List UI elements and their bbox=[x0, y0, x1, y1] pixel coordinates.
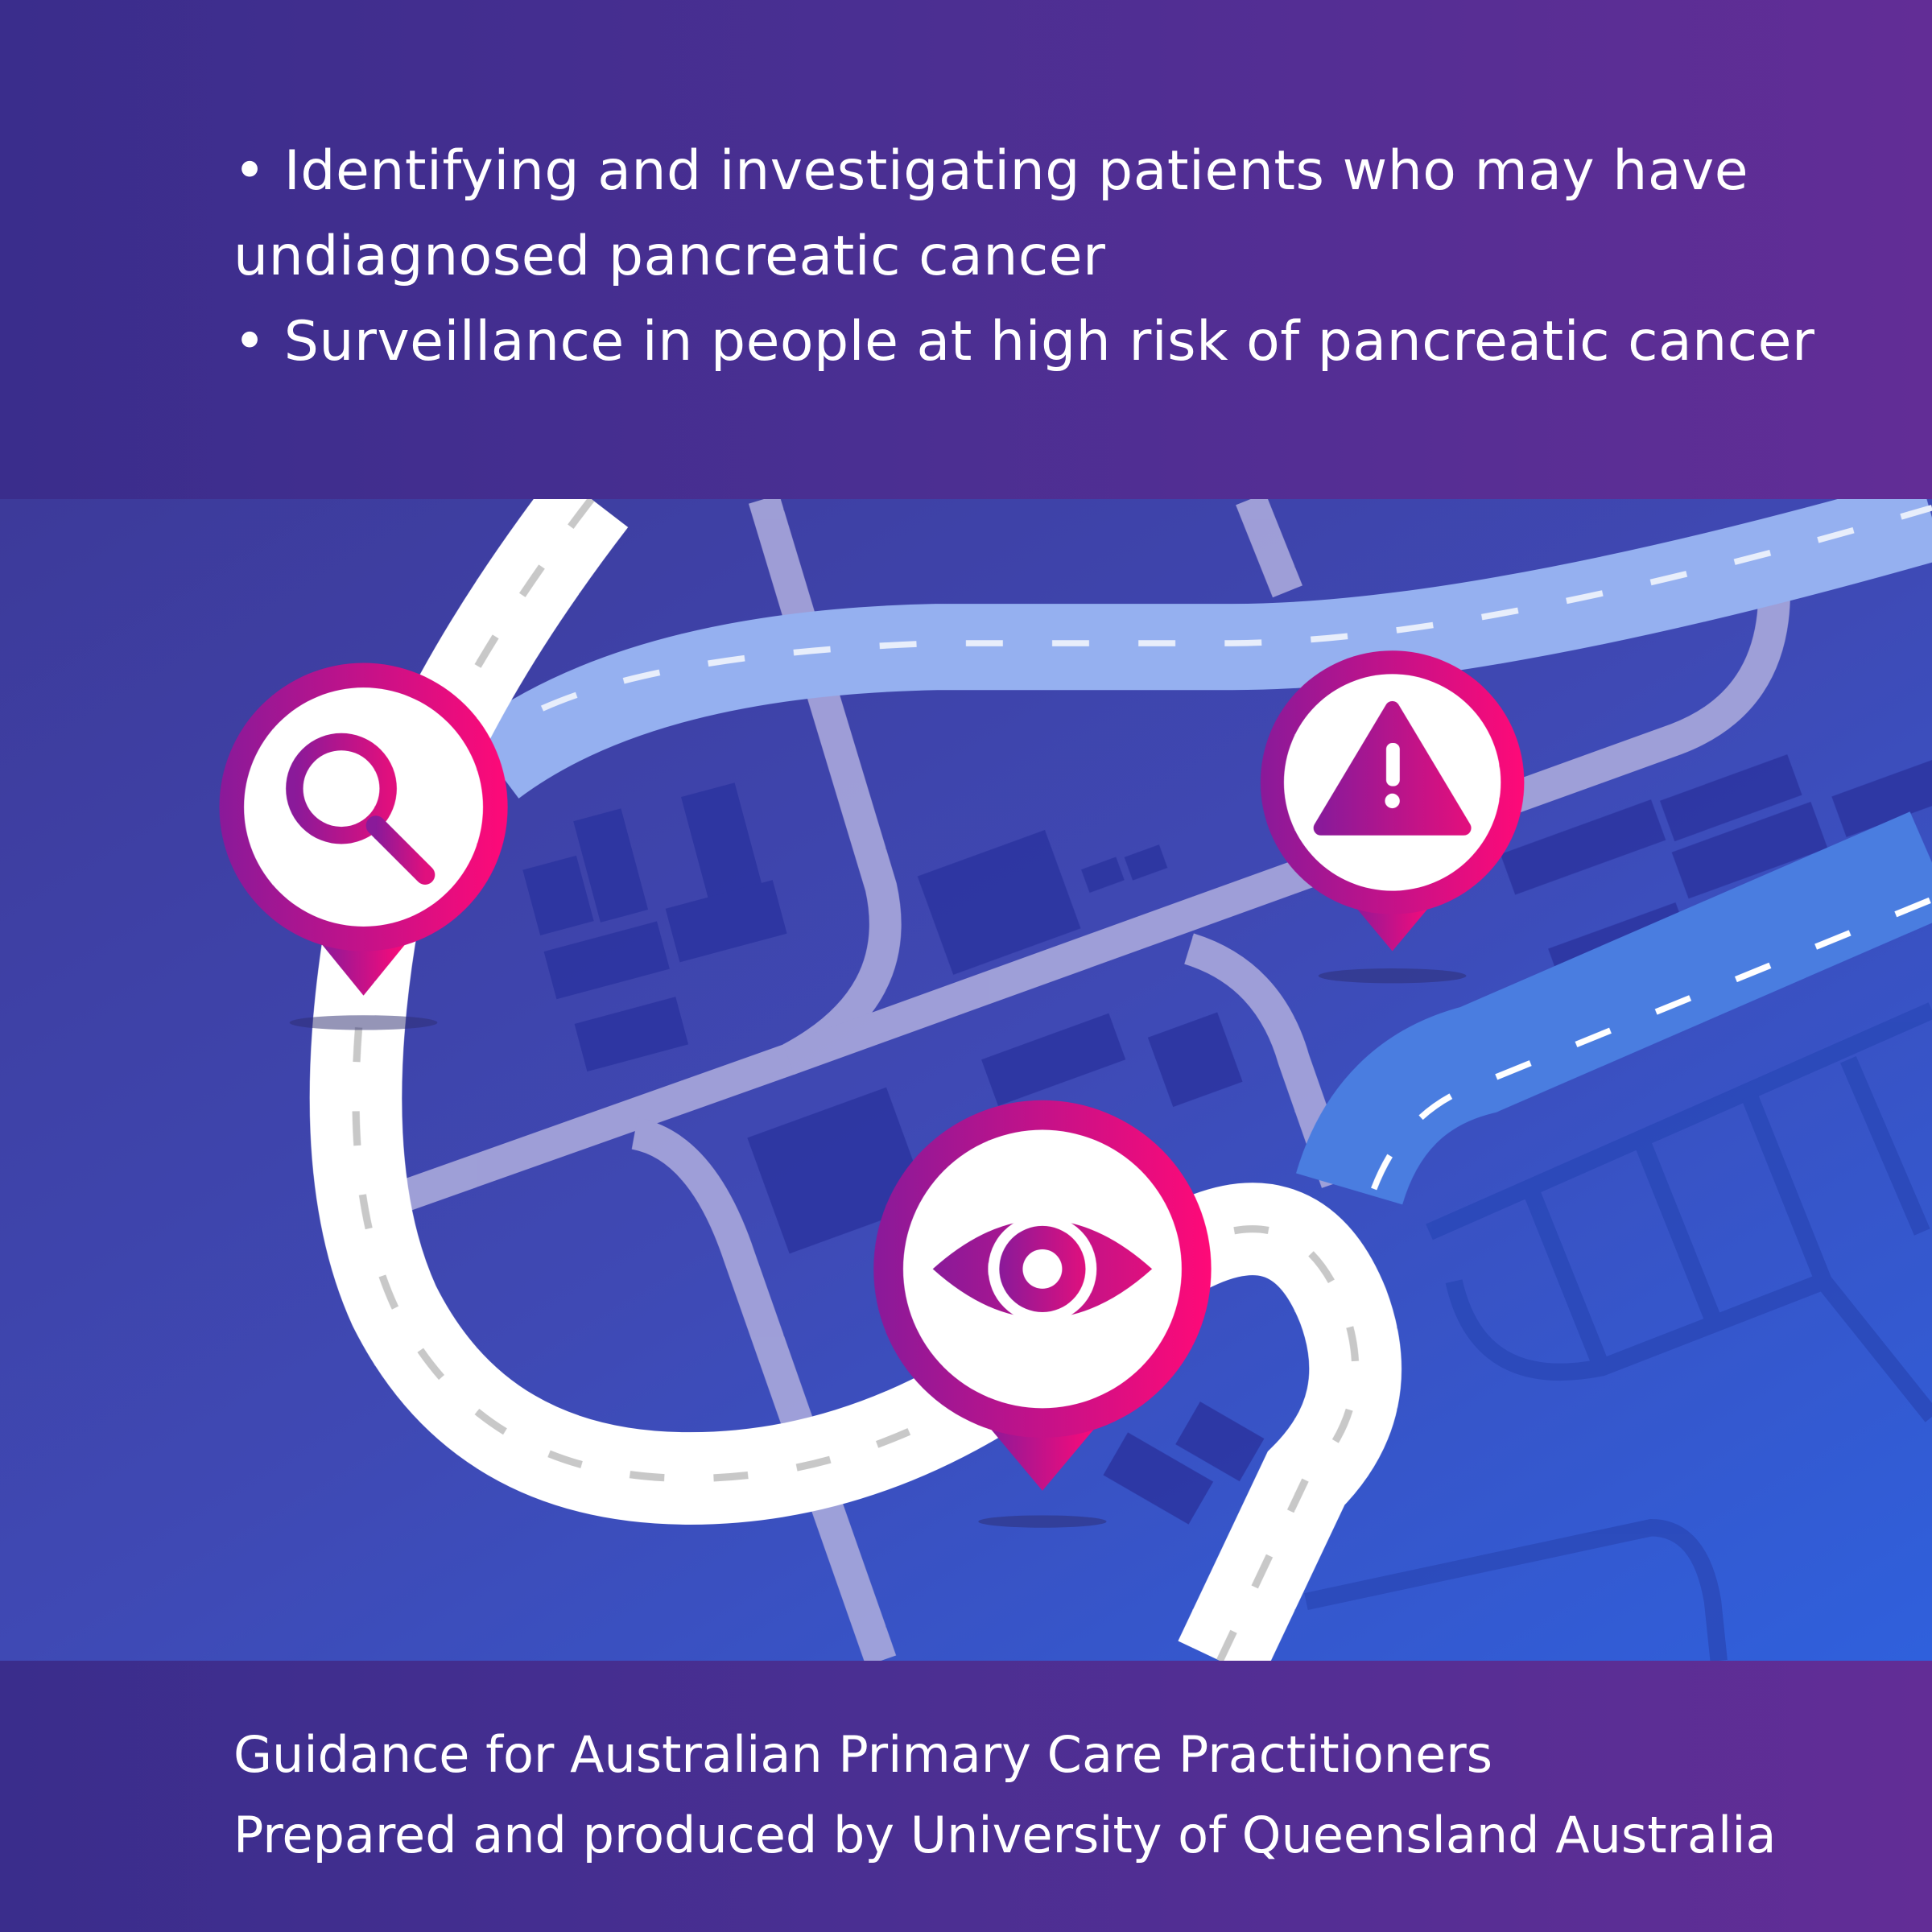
magnifying-glass-icon bbox=[286, 733, 436, 885]
bullet-1-line-1: • Identifying and investigating patients… bbox=[233, 139, 1749, 203]
road-map-illustration bbox=[0, 499, 1932, 1661]
warning-triangle-icon bbox=[1313, 700, 1472, 836]
bullet-1-line-2: undiagnosed pancreatic cancer bbox=[233, 225, 1106, 288]
footer-band bbox=[0, 1661, 1932, 1932]
search-pin bbox=[219, 663, 508, 996]
eye-pin bbox=[873, 1100, 1212, 1491]
footer-line-2: Prepared and produced by University of Q… bbox=[233, 1806, 1777, 1864]
light-blue-road-dashes bbox=[540, 505, 1932, 712]
eye-icon bbox=[932, 1215, 1153, 1323]
warning-pin bbox=[1260, 650, 1525, 952]
side-roads bbox=[401, 499, 1790, 1661]
bullet-list: • Identifying and investigating patients… bbox=[233, 129, 1814, 385]
header-band: • Identifying and investigating patients… bbox=[0, 0, 1932, 499]
blue-road bbox=[1295, 811, 1932, 1206]
city-blocks bbox=[1304, 1002, 1932, 1661]
footer-line-1: Guidance for Australian Primary Care Pra… bbox=[233, 1725, 1493, 1784]
light-blue-road bbox=[467, 499, 1932, 799]
bullet-2: • Surveillance in people at high risk of… bbox=[233, 310, 1815, 374]
blue-road-dashes bbox=[1371, 896, 1932, 1191]
footer-text: Guidance for Australian Primary Care Pra… bbox=[233, 1715, 1776, 1876]
